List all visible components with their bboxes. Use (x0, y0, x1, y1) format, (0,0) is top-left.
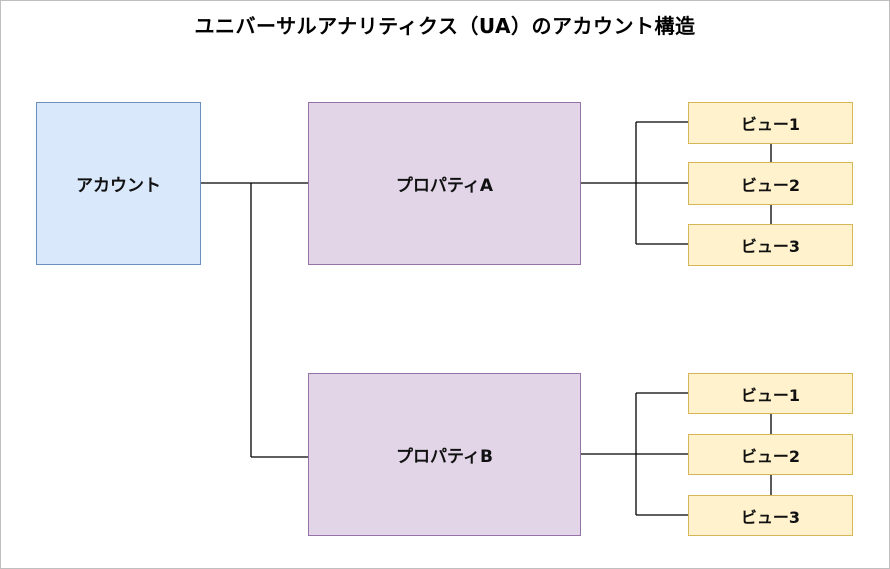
property-a-view-2: ビュー2 (688, 162, 853, 205)
view-label: ビュー1 (740, 385, 801, 405)
property-a-label: プロパティA (395, 176, 494, 196)
property-a-box: プロパティA (308, 102, 581, 265)
property-b-label: プロパティB (396, 447, 493, 467)
view-label: ビュー2 (740, 175, 801, 195)
property-b-view-2: ビュー2 (688, 434, 853, 475)
property-a-view-3: ビュー3 (688, 224, 853, 266)
property-b-box: プロパティB (308, 373, 581, 536)
property-a-view-1: ビュー1 (688, 102, 853, 144)
view-label: ビュー3 (740, 507, 801, 527)
view-label: ビュー2 (740, 446, 801, 466)
view-label: ビュー3 (740, 237, 801, 256)
account-box: アカウント (36, 102, 201, 265)
property-b-view-3: ビュー3 (688, 495, 853, 536)
diagram-title: ユニバーサルアナリティクス（UA）のアカウント構造 (194, 14, 696, 38)
property-b-view-1: ビュー1 (688, 373, 853, 414)
account-label: アカウント (76, 176, 161, 196)
view-label: ビュー1 (740, 115, 801, 134)
